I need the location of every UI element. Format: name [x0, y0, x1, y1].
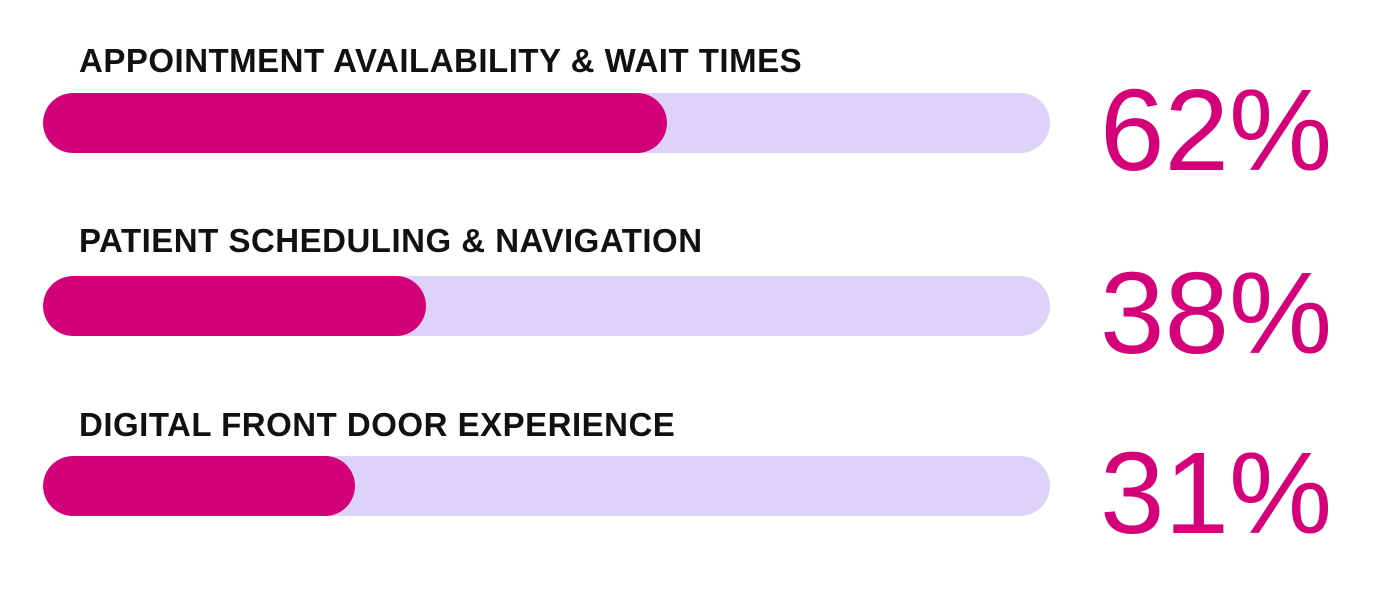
progress-track-appointment-availability — [43, 93, 1050, 153]
percent-value-patient-scheduling: 38% — [1100, 248, 1333, 378]
row-label-digital-front-door: DIGITAL FRONT DOOR EXPERIENCE — [79, 406, 676, 443]
row-label-appointment-availability: APPOINTMENT AVAILABILITY & WAIT TIMES — [79, 42, 803, 79]
row-label-patient-scheduling: PATIENT SCHEDULING & NAVIGATION — [79, 222, 703, 259]
progress-fill-patient-scheduling — [43, 276, 426, 336]
progress-fill-digital-front-door — [43, 456, 356, 516]
percent-value-appointment-availability: 62% — [1100, 65, 1333, 195]
progress-track-digital-front-door — [43, 456, 1050, 516]
progress-fill-appointment-availability — [43, 93, 668, 153]
percent-value-digital-front-door: 31% — [1100, 428, 1333, 558]
progress-track-patient-scheduling — [43, 276, 1050, 336]
